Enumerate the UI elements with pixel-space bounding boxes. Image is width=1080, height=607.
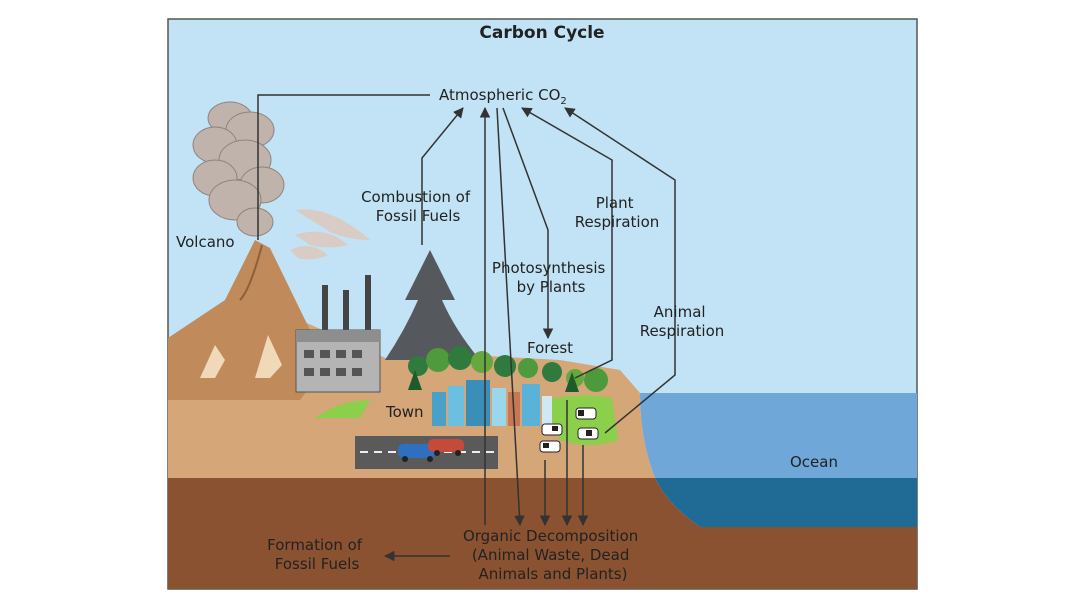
factory <box>290 209 381 393</box>
combustion-smoke-plume <box>385 250 480 360</box>
underground <box>168 478 917 589</box>
label-volcano: Volcano <box>176 233 235 251</box>
label-forest: Forest <box>527 339 573 357</box>
cows <box>539 407 599 453</box>
label-combustion: Combustion of Fossil Fuels <box>361 188 475 225</box>
volcano-illustration <box>168 240 330 400</box>
label-organic-decomposition: Organic Decomposition (Animal Waste, Dea… <box>463 527 643 583</box>
label-ocean: Ocean <box>790 453 838 471</box>
label-plant-respiration: Plant Respiration <box>575 194 660 231</box>
label-atmospheric-co2: Atmospheric CO2 <box>439 86 567 107</box>
diagram-title: Carbon Cycle <box>479 23 604 43</box>
arrow-plant-respiration <box>521 107 613 379</box>
arrow-volcano <box>257 94 430 240</box>
label-town: Town <box>385 403 424 421</box>
arrow-combustion <box>421 107 464 245</box>
grass-patches <box>315 395 618 445</box>
road <box>355 436 498 469</box>
label-animal-respiration: Animal Respiration <box>640 303 725 340</box>
deep-ocean <box>655 478 917 527</box>
arrow-animal-respiration <box>564 107 676 434</box>
town-buildings <box>432 380 552 426</box>
ocean-surface <box>640 393 917 478</box>
label-formation-fossil-fuels: Formation of Fossil Fuels <box>267 536 367 573</box>
arrow-photosynthesis <box>502 107 554 340</box>
cycle-arrows <box>257 94 676 562</box>
arrow-photo-to-decomp <box>496 107 525 527</box>
label-photosynthesis: Photosynthesis by Plants <box>492 259 610 296</box>
